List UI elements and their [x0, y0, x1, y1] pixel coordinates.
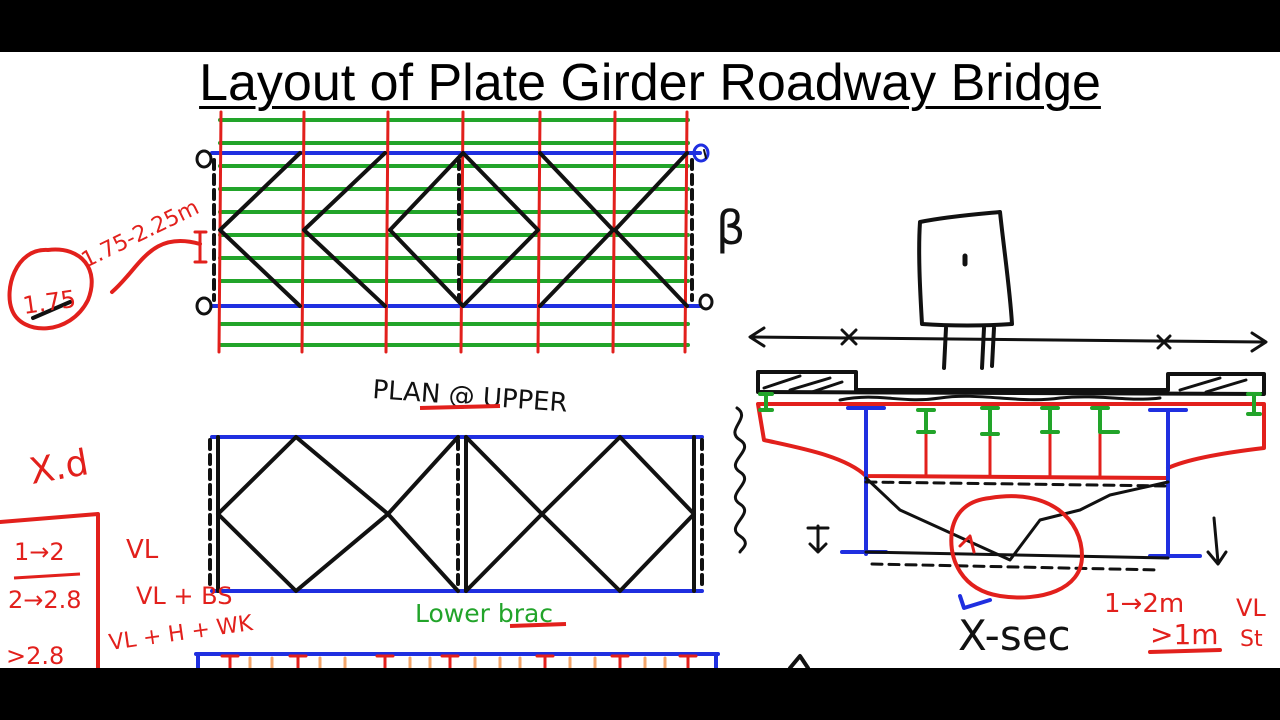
vehicle-load-icon [917, 210, 1014, 328]
lower-caption: Lower brac [415, 599, 553, 628]
stringer-lines [218, 118, 690, 347]
span-row-2-force: VL + BS [136, 582, 232, 610]
lower-bracing [208, 406, 747, 593]
span-row-1-force: VL [126, 535, 159, 565]
page-title: Layout of Plate Girder Roadway Bridge [199, 54, 1101, 112]
section-note-2: >1m [1150, 618, 1219, 651]
span-table-frame [0, 512, 100, 668]
plan-caption: PLAN @ UPPER [372, 375, 569, 419]
plan-upper-bracing [195, 110, 714, 354]
wind-bracing [212, 151, 694, 308]
span-row-3-force: VL + H + WK [107, 611, 255, 656]
span-row-2-span: 2→2.8 [8, 586, 82, 614]
span-row-1-span: 1→2 [14, 538, 65, 566]
span-row-3-span: >2.8 [6, 642, 64, 668]
spacing-annotation [7, 230, 208, 331]
section-notes: 1→2m >1m VL St [1104, 589, 1266, 652]
cross-section [748, 210, 1268, 610]
bearing-icons [195, 143, 714, 316]
xd-label: X.d [26, 442, 91, 493]
section-note-side-1: VL [1236, 594, 1266, 622]
whiteboard: Layout of Plate Girder Roadway Bridge [0, 52, 1280, 668]
xsec-label: X-sec [958, 611, 1071, 660]
spacing-min-label: 1.75 [21, 285, 78, 320]
sketch-canvas: 1.75 1.75-2.25m β PLAN @ UPPER Lower bra… [0, 110, 1268, 668]
bottom-girder-partial [194, 652, 810, 668]
main-girders [210, 151, 702, 308]
section-note-side-2: St [1240, 627, 1263, 652]
section-note-1: 1→2m [1104, 589, 1184, 619]
beta-label: β [716, 201, 745, 255]
